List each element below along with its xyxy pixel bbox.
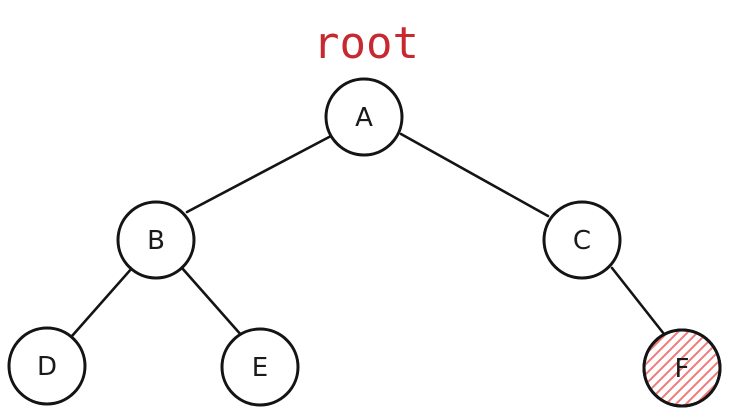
node-C: C	[542, 200, 622, 280]
node-A-circle	[324, 77, 404, 157]
node-D: D	[7, 326, 87, 406]
hatch-line	[645, 331, 671, 405]
node-B-label: B	[147, 226, 165, 256]
tree-edges	[70, 132, 666, 338]
node-C-circle	[542, 200, 622, 280]
node-E-label: E	[252, 353, 268, 383]
edge-B-E	[180, 266, 244, 338]
node-F-label: F	[675, 354, 690, 384]
node-A: A	[324, 77, 404, 157]
tree-nodes: A B C D E F	[7, 77, 722, 408]
node-B-circle	[116, 200, 196, 280]
hatch-line	[673, 331, 719, 405]
hatch-line	[645, 331, 691, 405]
hatch-line	[645, 331, 681, 405]
node-E-circle	[220, 327, 300, 407]
hatch-line	[693, 331, 719, 405]
edge-B-D	[70, 266, 134, 338]
hatch-line	[645, 331, 719, 405]
edge-A-C	[399, 132, 550, 218]
node-D-circle	[7, 326, 87, 406]
node-F: F	[642, 328, 722, 408]
node-D-label: D	[37, 352, 57, 382]
edge-A-B	[185, 134, 333, 214]
hatch-line	[645, 331, 701, 405]
node-E: E	[220, 327, 300, 407]
hatch-line	[683, 331, 719, 405]
node-A-label: A	[355, 103, 373, 133]
node-B: B	[116, 200, 196, 280]
edge-C-F	[610, 266, 666, 336]
root-label: root	[313, 18, 419, 69]
node-C-label: C	[573, 226, 591, 256]
hatch-line	[663, 331, 719, 405]
node-F-outline	[642, 328, 722, 408]
